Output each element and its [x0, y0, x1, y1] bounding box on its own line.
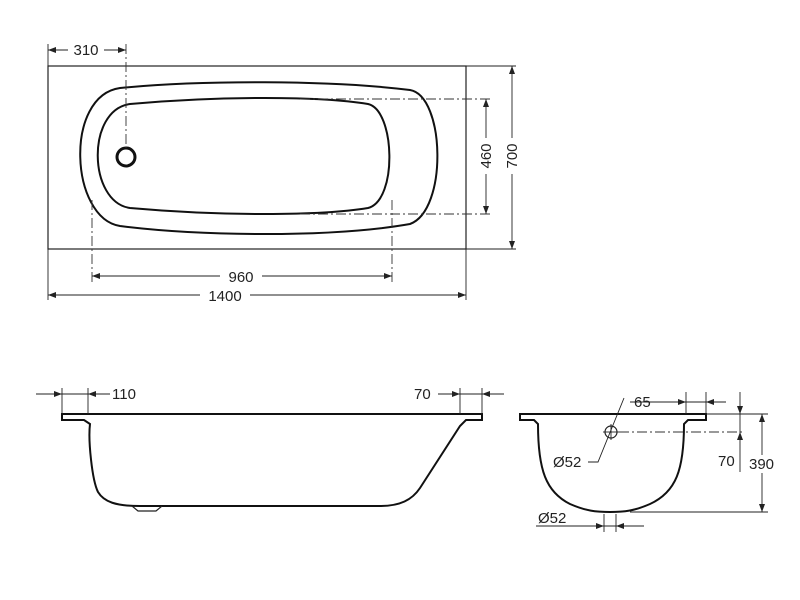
top-view-outline — [47, 65, 467, 250]
dim-label-drain-diameter: Ø52 — [538, 510, 566, 527]
drain-hole-icon — [115, 146, 137, 168]
dim-arrows-drain — [596, 523, 624, 529]
dim-label-drain-offset: 310 — [73, 42, 98, 59]
dim-label-overflow-offset: 65 — [634, 394, 651, 411]
end-view: 65 Ø52 Ø52 70 390 — [519, 392, 780, 532]
dim-arrows-70 — [452, 391, 490, 397]
dim-label-overflow-height: 70 — [718, 453, 735, 470]
dim-label-overall-length: 1400 — [208, 288, 241, 305]
dim-label-overflow-diameter: Ø52 — [553, 454, 581, 471]
dim-arrows-70-vert — [737, 406, 743, 440]
dim-arrows-310 — [48, 47, 126, 53]
side-drain-stub — [131, 505, 163, 512]
top-view: 310 960 1400 460 700 — [47, 40, 521, 305]
dim-label-overall-width: 700 — [504, 143, 521, 168]
side-view-profile — [61, 413, 483, 507]
dim-label-left-rim: 110 — [112, 386, 136, 403]
dim-label-overall-height: 390 — [749, 456, 774, 473]
dim-label-right-rim: 70 — [414, 386, 431, 403]
side-view: 110 70 — [36, 386, 504, 512]
dim-arrows-65 — [678, 399, 714, 405]
end-view-profile — [519, 413, 707, 514]
dim-label-inner-width: 460 — [478, 143, 495, 168]
basin-inner-edge — [96, 97, 391, 215]
leader-overflow — [588, 397, 625, 463]
dim-label-inner-length: 960 — [228, 269, 253, 286]
basin-outer-rim — [79, 81, 439, 235]
